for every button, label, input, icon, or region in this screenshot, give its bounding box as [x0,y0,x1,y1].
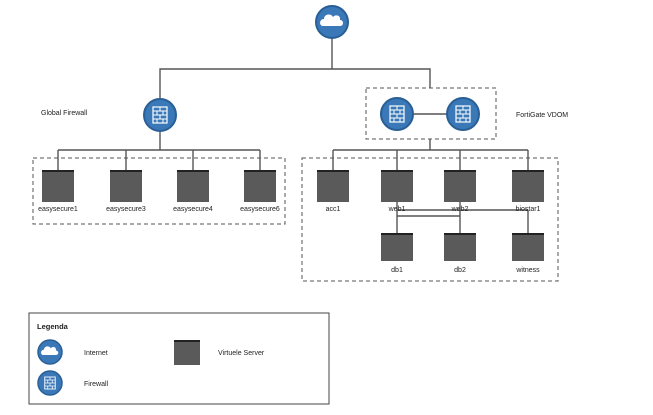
server-label: web2 [451,206,469,213]
server-label: web1 [388,206,406,213]
server-icon [177,170,209,202]
legend-internet-item [37,339,63,365]
server-icon [317,170,349,202]
server-easysecure1: easysecure1 [38,170,78,213]
server-acc1: acc1 [317,170,349,213]
server-icon [512,233,544,261]
legend-title: Legenda [37,322,69,331]
server-label: db1 [391,267,403,274]
global-firewall-node [143,98,177,132]
fortigate-vdom-label: FortiGate VDOM [516,112,568,119]
server-easysecure3: easysecure3 [106,170,146,213]
server-easysecure4: easysecure4 [173,170,213,213]
vdom-firewall-left [380,97,414,131]
server-label: witness [515,267,540,274]
server-label: easysecure6 [240,206,280,213]
server-label: db2 [454,267,466,274]
server-label: easysecure1 [38,206,78,213]
left-server-group [32,157,286,225]
server-icon [244,170,276,202]
server-icon [444,233,476,261]
server-icon [512,170,544,202]
server-label: easysecure3 [106,206,146,213]
server-icon [174,340,200,365]
global-firewall-label: Global Firewall [41,110,88,117]
server-db2: db2 [444,233,476,274]
legend: Legenda Internet Firewall Virtuele Serve… [28,312,330,405]
right-server-group [301,157,559,282]
internet-node [315,5,349,39]
legend-internet-label: Internet [84,350,108,357]
connections [57,38,529,233]
server-icon [381,233,413,261]
server-db1: db1 [381,233,413,274]
server-label: acc1 [326,206,341,213]
server-label: biostar1 [516,206,541,213]
vdom-firewall-right [446,97,480,131]
legend-firewall-item [37,370,63,396]
vdom-firewall-group [365,87,497,140]
server-icon [42,170,74,202]
server-icon [444,170,476,202]
server-label: easysecure4 [173,206,213,213]
server-icon [110,170,142,202]
server-biostar1: biostar1 [512,170,544,213]
server-web1: web1 [381,170,413,213]
link-internet-global-firewall [159,68,332,99]
server-easysecure6: easysecure6 [240,170,280,213]
server-web2: web2 [444,170,476,213]
server-icon [381,170,413,202]
legend-server-label: Virtuele Server [218,350,265,357]
legend-server-item [174,340,200,365]
link-internet-vdom [332,68,431,88]
legend-firewall-label: Firewall [84,381,109,388]
server-witness: witness [512,233,544,274]
